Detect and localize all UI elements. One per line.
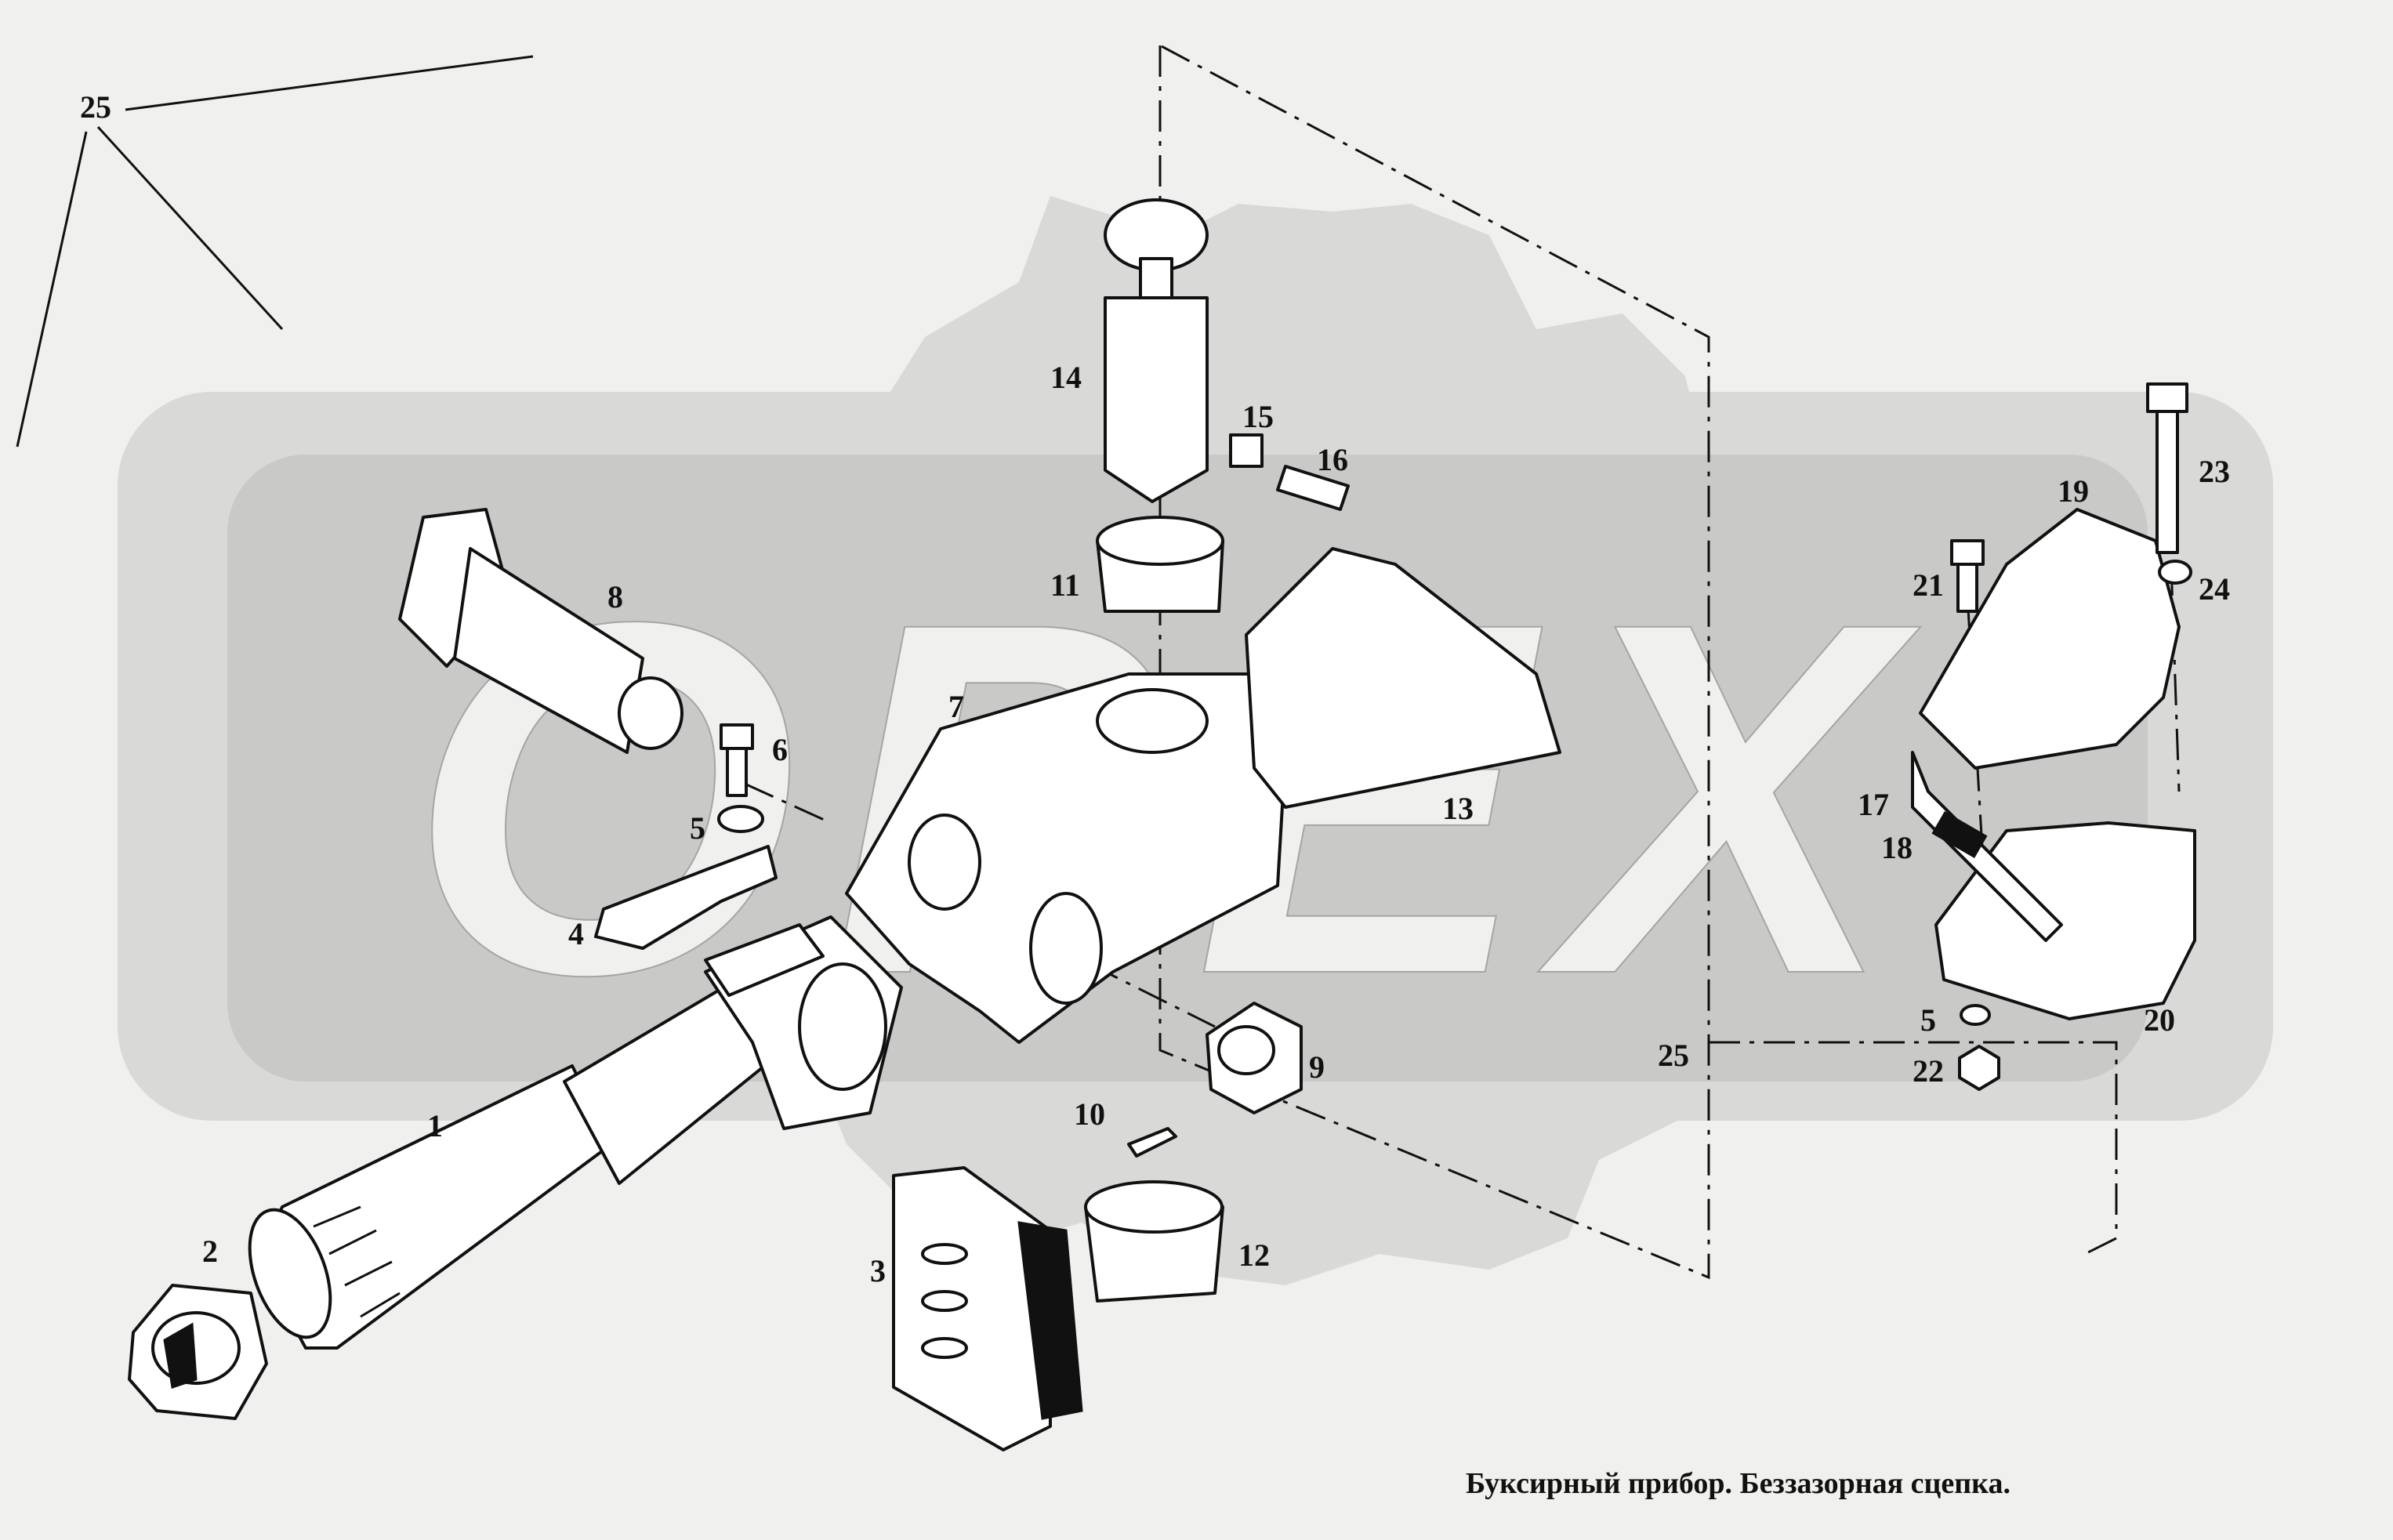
label-8: 8 (607, 579, 623, 614)
part-6-bolt (720, 723, 754, 797)
label-5b: 5 (1920, 1002, 1936, 1038)
part-8-pin (398, 508, 683, 754)
label-22: 22 (1913, 1053, 1944, 1089)
part-5-washer (717, 805, 764, 833)
label-24: 24 (2199, 571, 2230, 607)
part-3-plate (892, 1166, 1083, 1451)
label-5a: 5 (690, 810, 705, 846)
part-21-bolt (1950, 539, 1985, 613)
diagram-caption: Буксирный прибор. Беззазорная сцепка. (1466, 1467, 2010, 1500)
label-25-mid: 25 (1658, 1038, 1689, 1073)
label-11: 11 (1050, 567, 1080, 603)
part-2-castle-nut (128, 1284, 268, 1420)
label-9: 9 (1309, 1049, 1325, 1085)
label-13: 13 (1442, 791, 1474, 826)
leader-25-top (16, 55, 534, 448)
part-11-bushing (1096, 516, 1224, 613)
label-14: 14 (1050, 360, 1082, 395)
label-4: 4 (568, 916, 584, 951)
part-17-lever (1911, 751, 2063, 942)
label-16: 16 (1317, 442, 1348, 477)
part-16-pin (1276, 465, 1350, 511)
label-12: 12 (1238, 1237, 1270, 1273)
part-12-bushing (1084, 1180, 1224, 1303)
label-15: 15 (1242, 399, 1274, 434)
callout-labels: 25 1 2 3 4 5 6 7 8 9 10 11 12 13 14 15 1… (80, 89, 2230, 1288)
part-7-coupling-body (845, 672, 1287, 1044)
label-1: 1 (427, 1108, 443, 1143)
part-15-spring (1229, 433, 1264, 468)
label-6: 6 (772, 732, 788, 767)
part-14-plunger (1104, 198, 1209, 503)
part-9-castle-nut (1206, 1002, 1303, 1114)
part-13-bracket (1245, 547, 1561, 809)
part-24-washer (2158, 560, 2192, 585)
part-1-towing-shaft (248, 915, 903, 1350)
label-7: 7 (948, 689, 964, 724)
label-25-top: 25 (80, 89, 111, 125)
part-23-bolt (2146, 382, 2188, 554)
label-21: 21 (1913, 567, 1944, 603)
label-19: 19 (2058, 473, 2089, 509)
part-5-washer-b (1960, 1004, 1991, 1026)
part-22-nut (1958, 1045, 2000, 1091)
part-4-lock-plate (594, 845, 778, 950)
label-10: 10 (1074, 1096, 1105, 1132)
label-20: 20 (2144, 1002, 2175, 1038)
part-19-cover (1919, 508, 2181, 770)
label-17: 17 (1858, 787, 1889, 822)
label-23: 23 (2199, 454, 2230, 489)
label-18: 18 (1881, 830, 1913, 865)
part-10-cotter-pin (1127, 1127, 1177, 1158)
part-18-spring (1931, 810, 1988, 859)
label-2: 2 (202, 1234, 218, 1269)
label-3: 3 (870, 1253, 886, 1288)
